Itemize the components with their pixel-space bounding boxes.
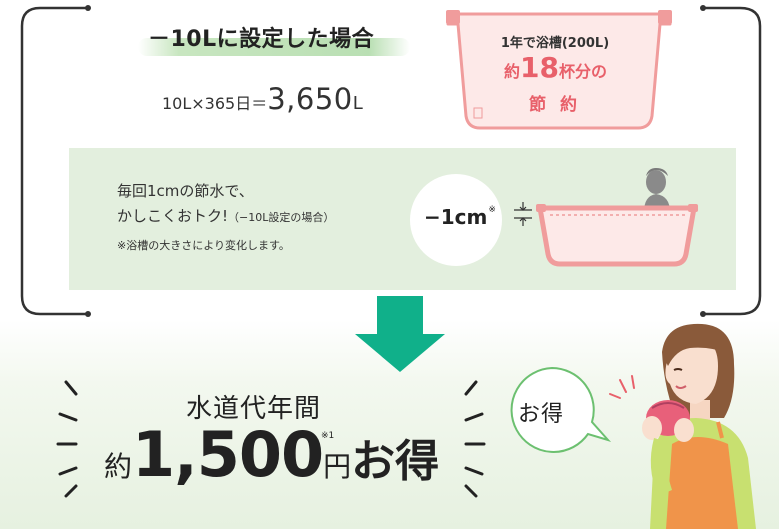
info-line1: 毎回1cmの節水で、 — [117, 182, 254, 200]
formula-prefix: 10L×365日＝ — [162, 94, 268, 113]
formula-unit: L — [352, 93, 363, 114]
savings-unit: 円 — [323, 450, 352, 483]
info-note: ※浴槽の大きさにより変化します。 — [117, 239, 290, 252]
headline-highlight — [138, 38, 410, 56]
info-line2-note: （−10L設定の場合） — [228, 211, 335, 224]
tub-callout-line1: 1年で浴槽(200L) — [500, 36, 610, 51]
tub-callout-prefix: 約 — [504, 62, 521, 81]
bathtub-icon — [446, 10, 672, 130]
formula: 10L×365日＝3,650L — [162, 82, 363, 116]
savings-prefix: 約 — [104, 450, 133, 483]
depth-label: −1cm※ — [424, 205, 496, 229]
down-arrow-icon — [355, 296, 445, 372]
depth-circle — [410, 174, 502, 266]
bubble-text: お得 — [518, 402, 565, 427]
info-line2: かしこくおトク!（−10L設定の場合） — [117, 205, 334, 226]
speech-bubble — [510, 366, 612, 453]
savings-footnote-mark: ※1 — [321, 431, 335, 441]
tub-callout-line3: 節 約 — [529, 95, 581, 115]
bracket-frame — [20, 5, 762, 317]
headline: －10Lに設定した場合 — [148, 27, 375, 52]
woman-illustration — [609, 323, 756, 529]
bathtub-person-icon — [514, 168, 698, 267]
formula-total: 3,650 — [267, 82, 353, 116]
depth-label-mark: ※ — [488, 205, 496, 215]
info-line2-main: かしこくおトク! — [117, 207, 229, 225]
savings-number: 1,500 — [132, 418, 324, 491]
burst-rays — [56, 380, 486, 498]
savings-suffix: お得 — [351, 436, 440, 487]
tub-callout-line2: 約18杯分の — [478, 51, 633, 84]
savings-amount: 約1,500円お得 — [104, 418, 439, 491]
depth-label-text: −1cm — [424, 205, 488, 229]
annual-label: 水道代年間 — [186, 394, 322, 424]
tub-callout-number: 18 — [520, 51, 559, 84]
tub-callout-suffix: 杯分の — [558, 62, 607, 81]
